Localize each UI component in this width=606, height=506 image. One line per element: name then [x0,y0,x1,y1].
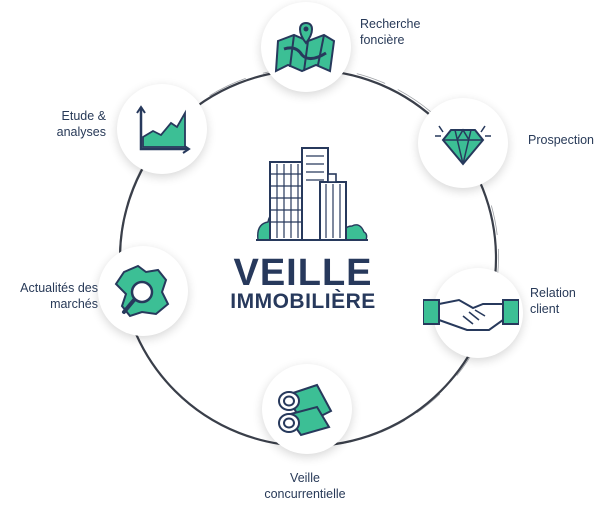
node-label-etude-analyses: Etude & analyses [56,109,106,139]
node-recherche-fonciere [261,2,351,92]
node-label-recherche-fonciere: Recherche foncière [360,17,421,47]
france-map-magnifier-icon [114,264,170,318]
diagram-title: VEILLE [233,252,373,294]
node-prospection [418,98,508,188]
node-label-veille-concurrentielle: Veille concurrentielle [264,471,346,501]
node-relation-client [423,268,523,358]
diamond-icon [435,125,491,166]
node-label-actualites-marches: Actualités des marchés [20,281,98,311]
map-pin-icon [274,21,336,73]
node-label-prospection: Prospection [528,133,595,147]
node-label-relation-client: Relation client [530,286,576,316]
binoculars-icon [278,383,333,437]
node-etude-analyses [117,84,207,174]
diagram-subtitle: IMMOBILIÈRE [230,290,376,313]
growth-chart-icon [136,105,191,154]
city-buildings-icon [256,147,368,241]
node-veille-concurrentielle [262,364,352,454]
handshake-icon [423,298,519,331]
node-actualites-marches [98,246,188,336]
